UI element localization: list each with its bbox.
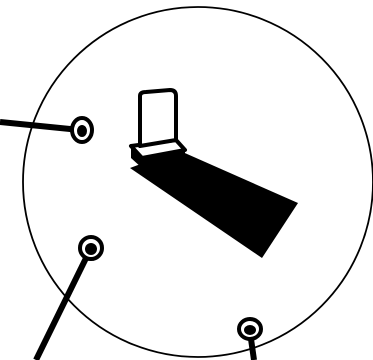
marker-bottom [239, 319, 261, 360]
marker-left [0, 118, 92, 142]
cast-shadow [130, 150, 298, 258]
marker-lower-left [36, 237, 102, 360]
tombstone-icon [131, 90, 185, 168]
